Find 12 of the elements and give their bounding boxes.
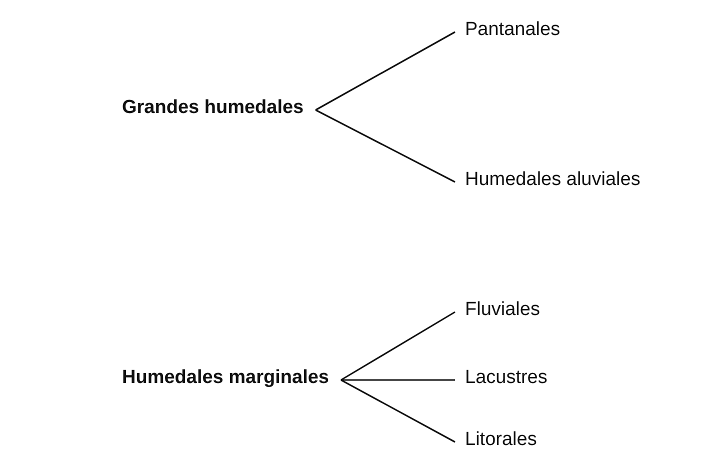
category-label: Litorales [463, 428, 539, 452]
category-label: Fluviales [463, 298, 542, 322]
branch-line [340, 379, 455, 381]
branch-line [315, 109, 456, 183]
group-heading: Humedales marginales [120, 366, 331, 390]
group-heading: Grandes humedales [120, 96, 306, 120]
category-label: Humedales aluviales [463, 168, 642, 192]
category-label: Pantanales [463, 18, 562, 42]
branch-line [340, 311, 456, 381]
category-label: Lacustres [463, 366, 550, 390]
branch-line [340, 379, 456, 443]
branch-line [315, 31, 456, 111]
